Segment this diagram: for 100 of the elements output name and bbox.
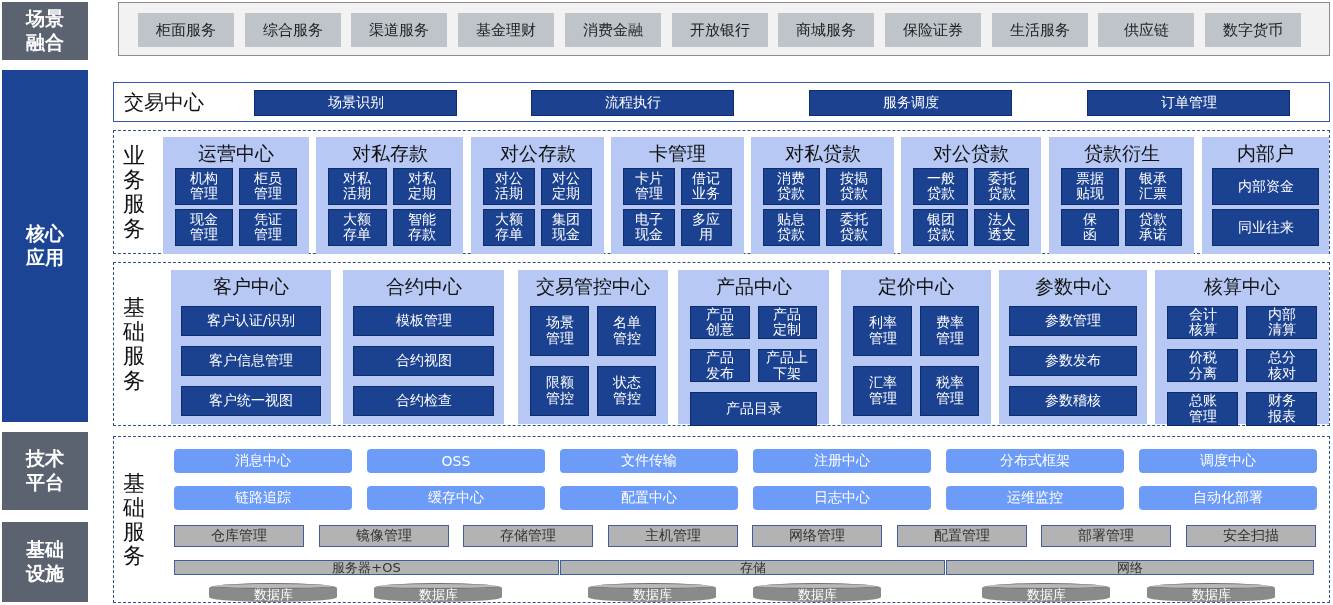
database-cylinder: 数据库 [753, 583, 881, 602]
panel-title: 运营中心 [198, 141, 274, 165]
service-pill: 调度中心 [1139, 449, 1317, 473]
function-tile: 会计核算 [1167, 305, 1238, 340]
module-panel [343, 270, 504, 424]
function-tile: 产品定制 [757, 305, 817, 340]
function-tile: 客户认证/识别 [181, 305, 321, 336]
panel-title: 核算中心 [1204, 274, 1280, 298]
scene-tile: 生活服务 [991, 13, 1088, 47]
database-cylinder: 数据库 [588, 583, 716, 602]
scene-tile: 开放银行 [671, 13, 768, 47]
panel-title: 对公存款 [499, 141, 576, 165]
function-tile: 汇率管理 [853, 365, 912, 416]
frame-title: 业务服务 [123, 143, 145, 241]
panel-title: 对私贷款 [784, 141, 861, 165]
service-pill: 注册中心 [753, 449, 931, 473]
panel-title: 交易管控中心 [536, 274, 650, 298]
function-tile: 总账管理 [1167, 392, 1238, 426]
module-panel [841, 270, 991, 424]
panel-title: 对公贷款 [933, 141, 1009, 165]
module-panel [901, 137, 1041, 254]
module-panel [471, 137, 604, 254]
function-tile: 服务调度 [809, 90, 1012, 116]
scene-tile: 供应链 [1098, 13, 1195, 47]
service-pill: OSS [367, 449, 545, 473]
function-tile: 大额存单 [483, 208, 535, 246]
function-tile: 订单管理 [1087, 90, 1290, 116]
function-tile: 柜员管理 [239, 167, 297, 205]
function-tile: 同业往来 [1212, 208, 1319, 246]
function-tile: 对公活期 [483, 167, 535, 205]
module-panel [316, 137, 463, 254]
function-tile: 电子现金 [623, 208, 675, 246]
panel-title: 卡管理 [649, 141, 706, 165]
ops-tile: 部署管理 [1041, 525, 1171, 547]
function-tile: 智能存款 [392, 208, 451, 246]
function-tile: 票据贴现 [1061, 167, 1119, 205]
function-tile: 名单管控 [597, 305, 656, 356]
function-tile: 流程执行 [531, 90, 734, 116]
scene-panel [118, 2, 1330, 56]
database-cylinder: 数据库 [982, 583, 1110, 602]
resource-bar: 服务器+OS [174, 560, 559, 575]
function-tile: 对私定期 [392, 167, 451, 205]
function-tile: 贴息贷款 [763, 208, 820, 246]
function-tile: 贷款承诺 [1124, 208, 1182, 246]
layer-frame [113, 262, 1330, 426]
service-pill: 自动化部署 [1139, 486, 1317, 510]
layer-label: 基础设施 [2, 522, 88, 602]
panel-title: 内部户 [1237, 141, 1294, 165]
service-pill: 文件传输 [560, 449, 738, 473]
layer-label: 技术平台 [2, 432, 88, 510]
database-cylinder: 数据库 [1147, 583, 1275, 602]
module-panel [518, 270, 668, 424]
function-tile: 参数稽核 [1009, 385, 1137, 416]
module-panel [1049, 137, 1194, 254]
function-tile: 多应用 [680, 208, 732, 246]
layer-label: 核心应用 [2, 70, 88, 422]
layer-label: 场景融合 [2, 2, 88, 60]
service-pill: 分布式框架 [946, 449, 1124, 473]
function-tile: 内部清算 [1246, 305, 1317, 340]
function-tile: 合约检查 [353, 385, 494, 416]
module-panel [1155, 270, 1329, 424]
module-panel [678, 270, 829, 424]
module-panel [999, 270, 1147, 424]
service-pill: 消息中心 [174, 449, 352, 473]
function-tile: 现金管理 [175, 208, 233, 246]
panel-title: 参数中心 [1035, 274, 1111, 298]
module-panel [751, 137, 894, 254]
module-panel [171, 270, 331, 424]
function-tile: 银团贷款 [913, 208, 968, 246]
service-pill: 日志中心 [753, 486, 931, 510]
function-tile: 保函 [1061, 208, 1119, 246]
function-tile: 参数管理 [1009, 305, 1137, 336]
layer-frame [113, 436, 1330, 603]
frame-title: 交易中心 [124, 88, 204, 116]
function-tile: 总分核对 [1246, 349, 1317, 383]
scene-tile: 保险证券 [884, 13, 981, 47]
ops-tile: 安全扫描 [1185, 525, 1316, 547]
panel-title: 定价中心 [878, 274, 954, 298]
function-tile: 借记业务 [680, 167, 732, 205]
function-tile: 集团现金 [540, 208, 592, 246]
frame-title: 基础服务 [123, 471, 145, 568]
panel-title: 贷款衍生 [1083, 141, 1160, 165]
scene-tile: 商城服务 [778, 13, 875, 47]
ops-tile: 仓库管理 [174, 525, 304, 547]
function-tile: 合约视图 [353, 345, 494, 376]
function-tile: 按揭贷款 [825, 167, 882, 205]
function-tile: 消费贷款 [763, 167, 820, 205]
scene-tile: 基金理财 [458, 13, 555, 47]
function-tile: 产品创意 [690, 305, 750, 340]
service-pill: 链路追踪 [174, 486, 352, 510]
function-tile: 费率管理 [920, 305, 979, 356]
function-tile: 对公定期 [540, 167, 592, 205]
ops-tile: 配置管理 [896, 525, 1027, 547]
panel-title: 对私存款 [351, 141, 428, 165]
module-panel [163, 137, 309, 254]
function-tile: 限额管控 [530, 365, 589, 416]
database-cylinder: 数据库 [209, 583, 337, 602]
function-tile: 内部资金 [1212, 167, 1319, 205]
service-pill: 缓存中心 [367, 486, 545, 510]
function-tile: 凭证管理 [239, 208, 297, 246]
